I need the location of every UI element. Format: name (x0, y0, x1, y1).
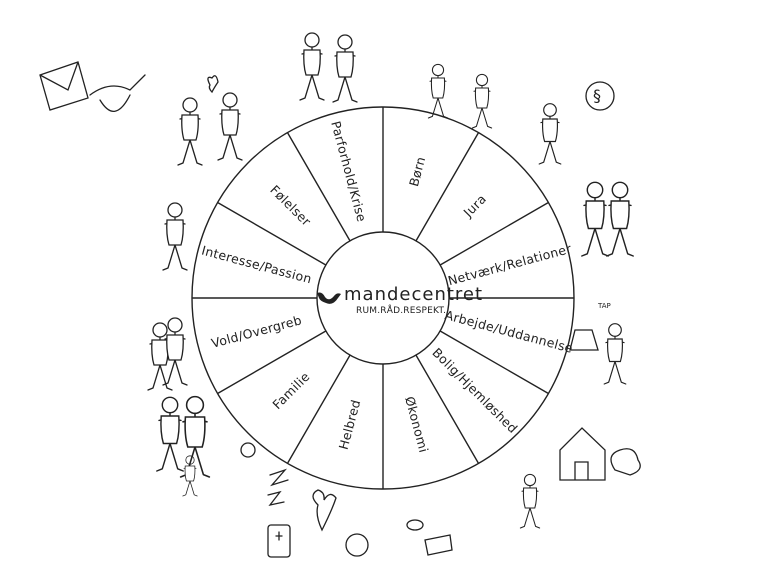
segment-divider (217, 330, 327, 395)
medicine-bottle-icon (267, 524, 291, 558)
segment-divider (439, 330, 549, 395)
segment-divider (415, 354, 480, 464)
segment-divider (217, 201, 327, 266)
segment-divider (286, 354, 351, 464)
tap-text: TAP (598, 302, 611, 310)
logo-mark-icon (317, 292, 341, 304)
segment-divider (286, 132, 351, 242)
judge-figure (538, 103, 562, 165)
partner-figure-1 (177, 97, 203, 166)
moving-figure (519, 473, 541, 529)
bush-icon (610, 448, 641, 476)
children-figure-1 (427, 63, 449, 119)
partner-figure-2 (217, 92, 243, 161)
house-icon (559, 427, 606, 481)
friend-figure-2 (606, 181, 634, 257)
logo-name: mandecentret (344, 284, 484, 305)
golfer-figure (162, 202, 188, 271)
couple-arguing-figure-1 (299, 32, 325, 101)
children-figure-2 (471, 73, 493, 129)
family-figure-1 (156, 396, 184, 472)
segment-divider (439, 201, 549, 266)
segment-divider (415, 132, 480, 242)
worker-figure (603, 323, 627, 385)
family-figure-2 (179, 395, 211, 478)
laptop-icon (569, 329, 599, 351)
friend-figure-1 (581, 181, 609, 257)
money-icon (406, 519, 453, 556)
sleep-zzz-icon (267, 468, 289, 507)
victim-figure (147, 322, 173, 391)
baby-icon (240, 442, 256, 458)
heart-icon (207, 75, 219, 94)
hearts-icon (312, 489, 337, 532)
aggressor-figure (162, 317, 188, 386)
envelope-dove-icon (39, 61, 146, 112)
paragraph-symbol: § (593, 86, 601, 105)
apple-icon (345, 533, 369, 557)
logo-tagline: RUM.RÅD.RESPEKT. (356, 306, 447, 316)
speech-bubble-icon (585, 81, 615, 111)
couple-arguing-figure-2 (332, 34, 358, 103)
family-child-figure (182, 455, 198, 497)
